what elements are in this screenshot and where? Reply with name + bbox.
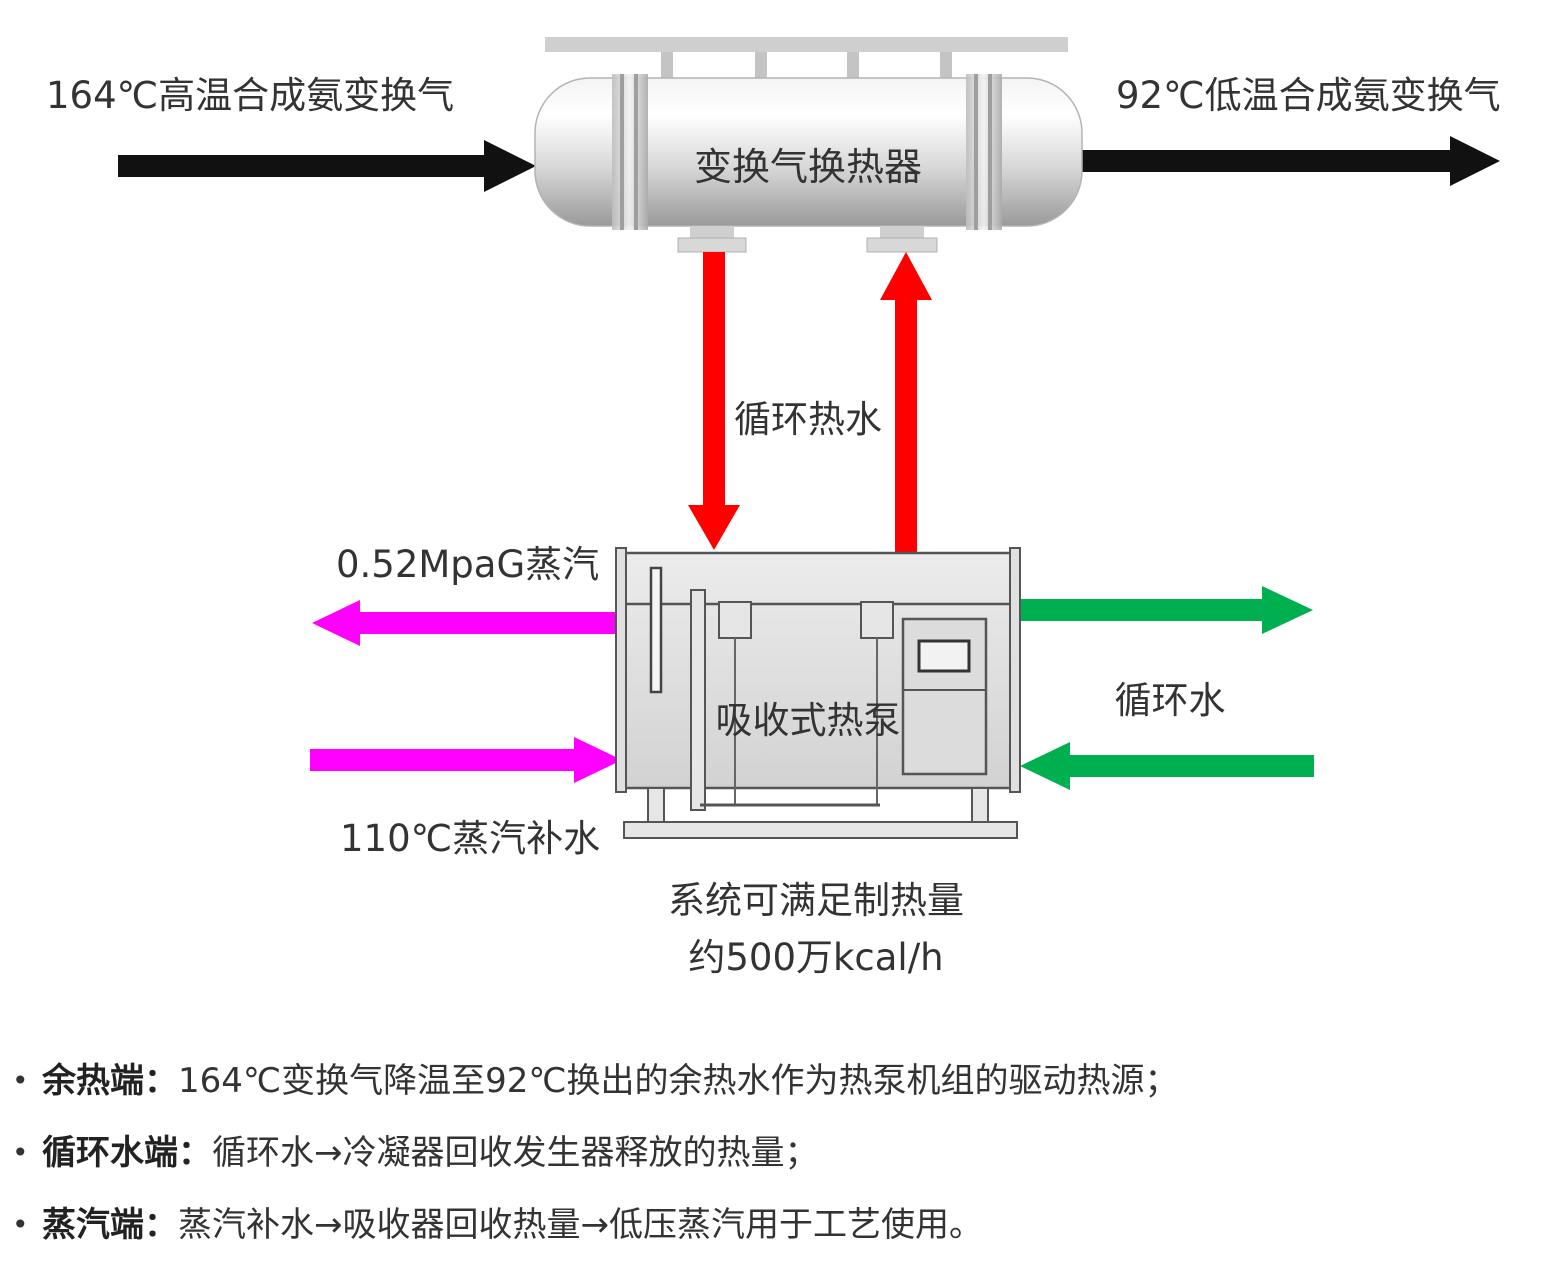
list-item: • 余热端：164℃变换气降温至92℃换出的余热水作为热泵机组的驱动热源； xyxy=(0,1045,1563,1117)
cooling-water-in-arrow xyxy=(1020,742,1314,790)
list-item-term: 蒸汽端 xyxy=(42,1205,144,1245)
capacity-label-line1: 系统可满足制热量 xyxy=(668,879,964,922)
heat-pump-label: 吸收式热泵 xyxy=(716,699,901,742)
inlet-gas-arrow xyxy=(118,140,536,192)
list-item-text: 蒸汽补水→吸收器回收热量→低压蒸汽用于工艺使用。 xyxy=(178,1205,983,1245)
list-item-term: 循环水端 xyxy=(42,1133,178,1173)
process-diagram: 164℃高温合成氨变换气 92℃低温合成氨变换气 变换气换热器 循环热水 0.5… xyxy=(46,37,1501,979)
outlet-gas-arrow xyxy=(1082,136,1500,186)
cooling-water-out-arrow xyxy=(1018,586,1313,634)
bullet-icon: • xyxy=(12,1208,29,1241)
list-item: • 蒸汽端：蒸汽补水→吸收器回收热量→低压蒸汽用于工艺使用。 xyxy=(0,1189,1563,1261)
list-item-separator: ： xyxy=(144,1061,178,1101)
heat-exchanger-label: 变换气换热器 xyxy=(694,145,922,189)
outlet-gas-label: 92℃低温合成氨变换气 xyxy=(1116,74,1501,117)
cooling-water-label: 循环水 xyxy=(1115,679,1226,722)
capacity-label-line2: 约500万kcal/h xyxy=(688,936,943,979)
steam-out-arrow xyxy=(312,600,622,646)
feed-water-in-arrow xyxy=(310,737,622,783)
hot-water-down-arrow xyxy=(688,252,740,550)
steam-out-label: 0.52MpaG蒸汽 xyxy=(336,543,599,586)
inlet-gas-label: 164℃高温合成氨变换气 xyxy=(46,74,454,117)
description-list: •余热端：164℃变换气降温至92℃换出的余热水作为热泵机组的驱动热源； •循环… xyxy=(0,1045,1563,1261)
bullet-icon: • xyxy=(12,1064,29,1097)
heat-exchanger-illustration xyxy=(534,37,1083,253)
bullet-icon: • xyxy=(12,1136,29,1169)
list-item-term: 余热端 xyxy=(42,1061,144,1101)
list-item-separator: ： xyxy=(144,1205,178,1245)
feed-water-in-label: 110℃蒸汽补水 xyxy=(340,817,600,860)
list-item-text: 循环水→冷凝器回收发生器释放的热量； xyxy=(212,1133,819,1173)
heat-pump-illustration xyxy=(615,547,1021,839)
list-item: • 循环水端：循环水→冷凝器回收发生器释放的热量； xyxy=(0,1117,1563,1189)
list-item-separator: ： xyxy=(178,1133,212,1173)
hot-water-up-arrow xyxy=(880,252,932,552)
hot-water-loop-label: 循环热水 xyxy=(734,398,882,441)
list-item-text: 164℃变换气降温至92℃换出的余热水作为热泵机组的驱动热源； xyxy=(178,1061,1179,1101)
